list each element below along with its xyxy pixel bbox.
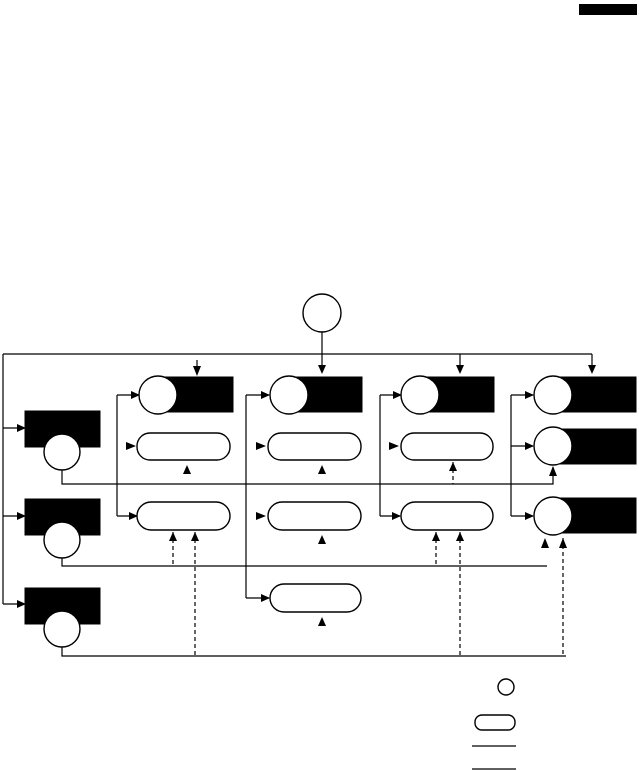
col2-pill1-input-arrow [256, 442, 266, 450]
col1-pill1-bottom-arrow [183, 465, 191, 474]
col3-pill1-dash-arrow [449, 462, 457, 471]
left-node-1 [43, 433, 81, 471]
left-tap-row1-arrow [17, 424, 26, 432]
col4-to-node2-arrow [525, 442, 534, 450]
top-source-arrow [318, 365, 326, 374]
col2-pill2-bottom-arrow [318, 535, 326, 544]
col1-dash-a-arrow [169, 532, 177, 541]
left-node-3 [43, 610, 81, 648]
col3-node [400, 375, 440, 415]
col3-pill-2 [400, 501, 494, 531]
left-node-2 [43, 521, 81, 559]
col4-node3-arrow-b [559, 538, 567, 548]
left-tap-row2-arrow [17, 512, 26, 520]
col2-pill3-bottom-arrow [318, 617, 326, 626]
col2-pill-1 [267, 432, 362, 461]
top-source-node [302, 293, 342, 333]
col3-pill-1 [400, 432, 494, 461]
col2-to-node-arrow [261, 391, 270, 399]
col3-pill1-input-arrow [389, 442, 399, 450]
col2-pill-2 [267, 501, 362, 531]
col2-pill-3 [269, 583, 362, 613]
col4-node-1 [533, 375, 573, 415]
feedback-line-row2 [61, 558, 547, 567]
col2-pill2-input-arrow [256, 512, 266, 520]
bus-drop-col4-arrow [588, 365, 596, 374]
left-tap-row3-arrow [17, 600, 26, 608]
col3-dash-a-arrow [432, 532, 440, 541]
col1-to-node-arrow [131, 391, 140, 399]
col1-node [138, 375, 178, 415]
col4-node-2 [533, 426, 573, 466]
col2-pill1-bottom-arrow [318, 465, 326, 474]
col4-to-node1-arrow [525, 391, 534, 399]
col4-node-3 [533, 496, 573, 536]
col1-top-feed-arrow [193, 366, 201, 376]
legend-rounded-box-symbol [474, 714, 516, 731]
col3-to-node-arrow [393, 391, 402, 399]
page-marker-bar [579, 4, 637, 15]
col1-pill1-input-arrow [126, 442, 136, 450]
col2-node [269, 375, 309, 415]
legend-circle-symbol [497, 678, 515, 696]
col2-to-pill3-arrow [261, 594, 270, 602]
feedback-line-row1 [61, 467, 554, 485]
col1-pill-1 [136, 432, 231, 461]
feedback-row1-arrow [549, 466, 557, 476]
col1-to-pill2-arrow [129, 512, 138, 520]
col3-dash-b-arrow [456, 532, 464, 541]
col1-pill-2 [136, 501, 231, 531]
bus-drop-col3-arrow [456, 365, 464, 374]
col3-to-pill2-arrow [392, 512, 401, 520]
feedback-line-row3 [61, 647, 566, 657]
col1-dash-b-arrow [191, 532, 199, 541]
col4-to-node3-arrow [525, 512, 534, 520]
col4-node3-arrow-a [541, 538, 549, 548]
